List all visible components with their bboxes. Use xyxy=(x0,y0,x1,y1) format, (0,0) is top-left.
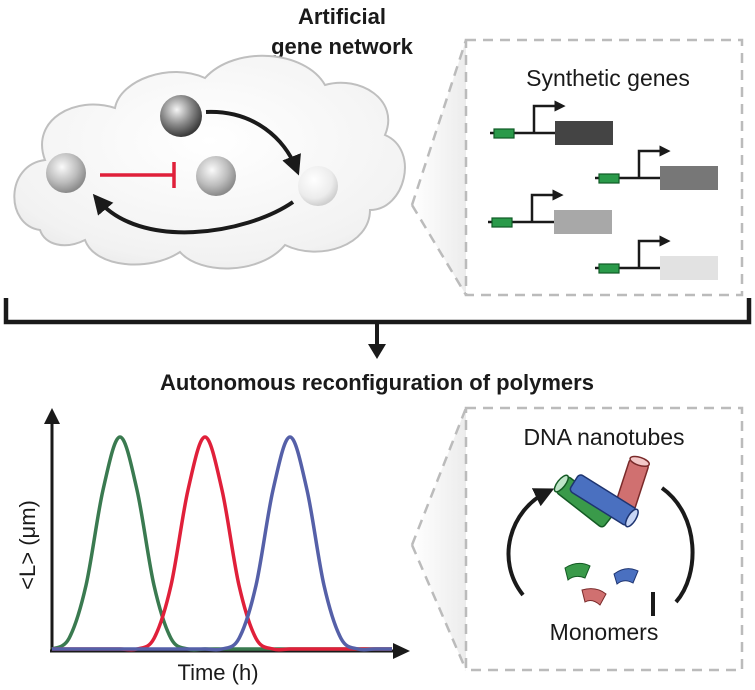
network-title-line2: gene network xyxy=(271,34,414,59)
monomers-label: Monomers xyxy=(550,619,659,645)
node-dark xyxy=(160,95,202,137)
zoom-fan-bottom xyxy=(412,408,466,670)
series-layer xyxy=(51,435,392,652)
zoom-fan-top xyxy=(412,40,466,295)
bracket-connector xyxy=(3,298,752,359)
network-title-line1: Artificial xyxy=(298,4,386,29)
y-axis-label: <L> (μm) xyxy=(15,500,40,590)
nanotubes-title: DNA nanotubes xyxy=(523,424,684,450)
series-line-3 xyxy=(52,435,392,652)
node-light xyxy=(298,166,338,206)
monomer-blue xyxy=(613,568,639,585)
gene-3 xyxy=(488,189,612,234)
assembly-arrow xyxy=(506,488,555,597)
disassembly-inhibition xyxy=(660,486,695,604)
node-medium-left xyxy=(46,153,86,193)
monomer-green xyxy=(564,562,591,581)
bottom-title: Autonomous reconfiguration of polymers xyxy=(160,370,594,395)
nanotube-blue xyxy=(569,474,639,528)
activation-arrow-top xyxy=(205,109,301,176)
series-line-2 xyxy=(52,435,392,652)
y-axis-arrowhead xyxy=(44,408,60,424)
length-time-chart: Time (h) <L> (μm) xyxy=(15,408,410,685)
x-axis-arrowhead xyxy=(393,643,410,659)
monomer-red xyxy=(581,588,607,606)
x-axis-label: Time (h) xyxy=(177,660,258,685)
synthetic-genes-title: Synthetic genes xyxy=(526,65,690,91)
inhibition-edge xyxy=(100,162,176,188)
series-line-1 xyxy=(51,435,392,652)
node-medium-center xyxy=(196,156,236,196)
activation-arrow-bottom xyxy=(92,193,295,235)
gene-4 xyxy=(595,235,718,280)
gene-2 xyxy=(595,145,718,190)
gene-1 xyxy=(490,100,613,145)
